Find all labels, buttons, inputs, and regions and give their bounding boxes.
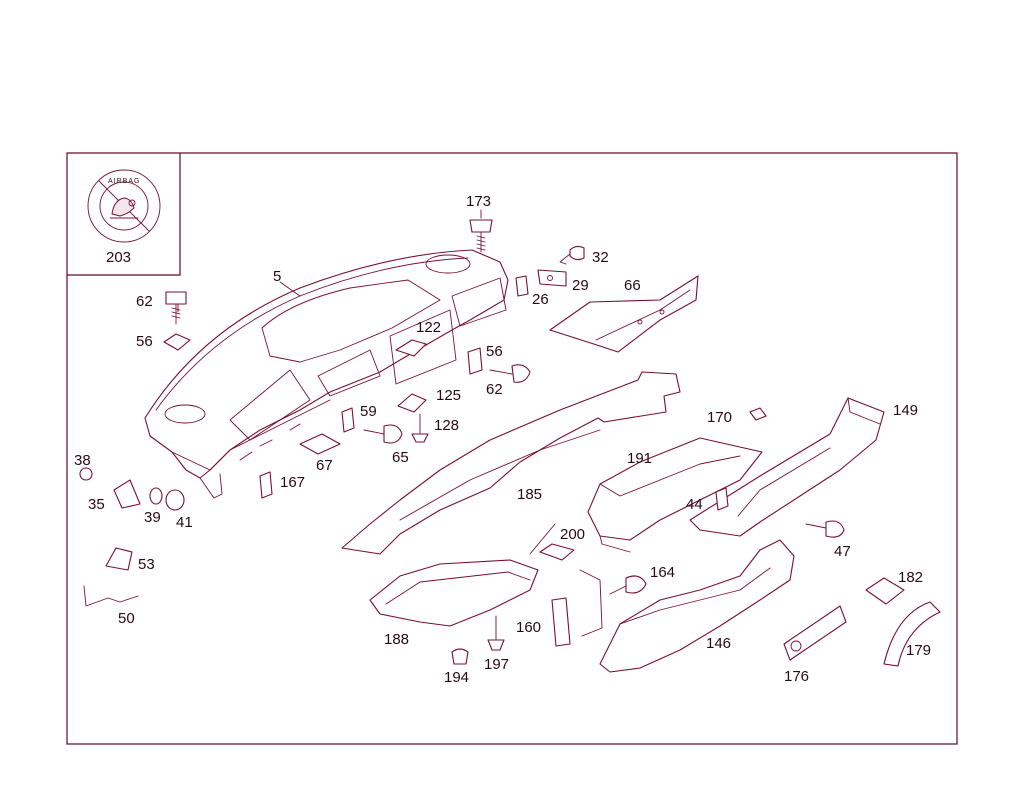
bolt-194 [451, 648, 469, 665]
part-label-125: 125 [436, 387, 461, 404]
part-label-173: 173 [466, 193, 491, 210]
bracket-122 [395, 339, 427, 357]
part-label-66: 66 [624, 277, 641, 294]
air-duct-191 [587, 437, 763, 553]
screw-128 [411, 413, 429, 443]
part-label-185: 185 [517, 486, 542, 503]
clip-200 [539, 543, 575, 561]
bolt-62-right [489, 364, 531, 383]
part-label-128: 128 [434, 417, 459, 434]
part-label-67: 67 [316, 457, 333, 474]
washer-39 [149, 487, 163, 505]
part-label-122: 122 [416, 319, 441, 336]
glovebox-lid-188 [369, 559, 539, 627]
airbag-warning-icon: AIRBAG [87, 169, 161, 243]
part-label-182: 182 [898, 569, 923, 586]
bolt-62-left [165, 291, 187, 325]
part-label-62-right: 62 [486, 381, 503, 398]
dashboard-panel-5 [144, 249, 509, 499]
screw-65 [363, 424, 403, 444]
part-label-146: 146 [706, 635, 731, 652]
bracket-35 [113, 479, 141, 509]
part-label-29: 29 [572, 277, 589, 294]
part-label-53: 53 [138, 556, 155, 573]
part-label-32: 32 [592, 249, 609, 266]
switch-panel-176 [783, 605, 847, 661]
trim-arc-179 [883, 601, 941, 667]
part-label-5: 5 [273, 268, 281, 285]
part-label-26: 26 [532, 291, 549, 308]
latch-160 [551, 569, 603, 647]
part-label-50: 50 [118, 610, 135, 627]
nut-41 [165, 489, 185, 511]
clip-170 [749, 407, 767, 421]
trim-182 [865, 577, 905, 605]
part-label-41: 41 [176, 514, 193, 531]
part-label-47: 47 [834, 543, 851, 560]
screw-38 [79, 467, 93, 481]
clip-nut-56-right [467, 347, 483, 375]
support-bracket-66 [549, 275, 699, 353]
part-label-197: 197 [484, 656, 509, 673]
part-label-176: 176 [784, 668, 809, 685]
screw-47 [805, 520, 845, 538]
diagram-frame [66, 152, 958, 745]
screw-197 [487, 615, 505, 651]
screw-164 [609, 575, 647, 595]
part-label-149: 149 [893, 402, 918, 419]
part-label-160: 160 [516, 619, 541, 636]
leader-lines [177, 281, 556, 555]
clip-125 [397, 393, 427, 413]
part-label-39: 39 [144, 509, 161, 526]
clip-26 [515, 275, 529, 297]
part-label-59: 59 [360, 403, 377, 420]
part-label-56: 56 [136, 333, 153, 350]
clip-167 [259, 471, 273, 499]
part-label-188: 188 [384, 631, 409, 648]
part-label-44: 44 [686, 496, 703, 513]
part-label-65: 65 [392, 449, 409, 466]
inset-label-203: 203 [106, 249, 131, 266]
lower-cover-146 [599, 539, 795, 673]
part-label-170: 170 [707, 409, 732, 426]
part-label-164: 164 [650, 564, 675, 581]
screw-173 [469, 219, 493, 253]
clip-44 [715, 487, 729, 511]
bracket-67 [299, 433, 341, 455]
insulation-mat-185 [341, 371, 681, 555]
part-label-38: 38 [74, 452, 91, 469]
bracket-29 [537, 269, 567, 287]
part-label-56-right: 56 [486, 343, 503, 360]
screw-32 [559, 245, 585, 265]
airbag-inset-box [67, 153, 181, 276]
part-label-194: 194 [444, 669, 469, 686]
part-label-179: 179 [906, 642, 931, 659]
airbag-icon-text: AIRBAG [108, 178, 140, 185]
part-label-200: 200 [560, 526, 585, 543]
clip-nut-56-left [163, 333, 191, 351]
part-label-62: 62 [136, 293, 153, 310]
part-label-167: 167 [280, 474, 305, 491]
clip-59 [341, 407, 355, 433]
bracket-50 [83, 585, 139, 607]
part-label-191: 191 [627, 450, 652, 467]
clip-53 [105, 547, 133, 571]
part-label-35: 35 [88, 496, 105, 513]
console-side-149 [689, 397, 885, 537]
